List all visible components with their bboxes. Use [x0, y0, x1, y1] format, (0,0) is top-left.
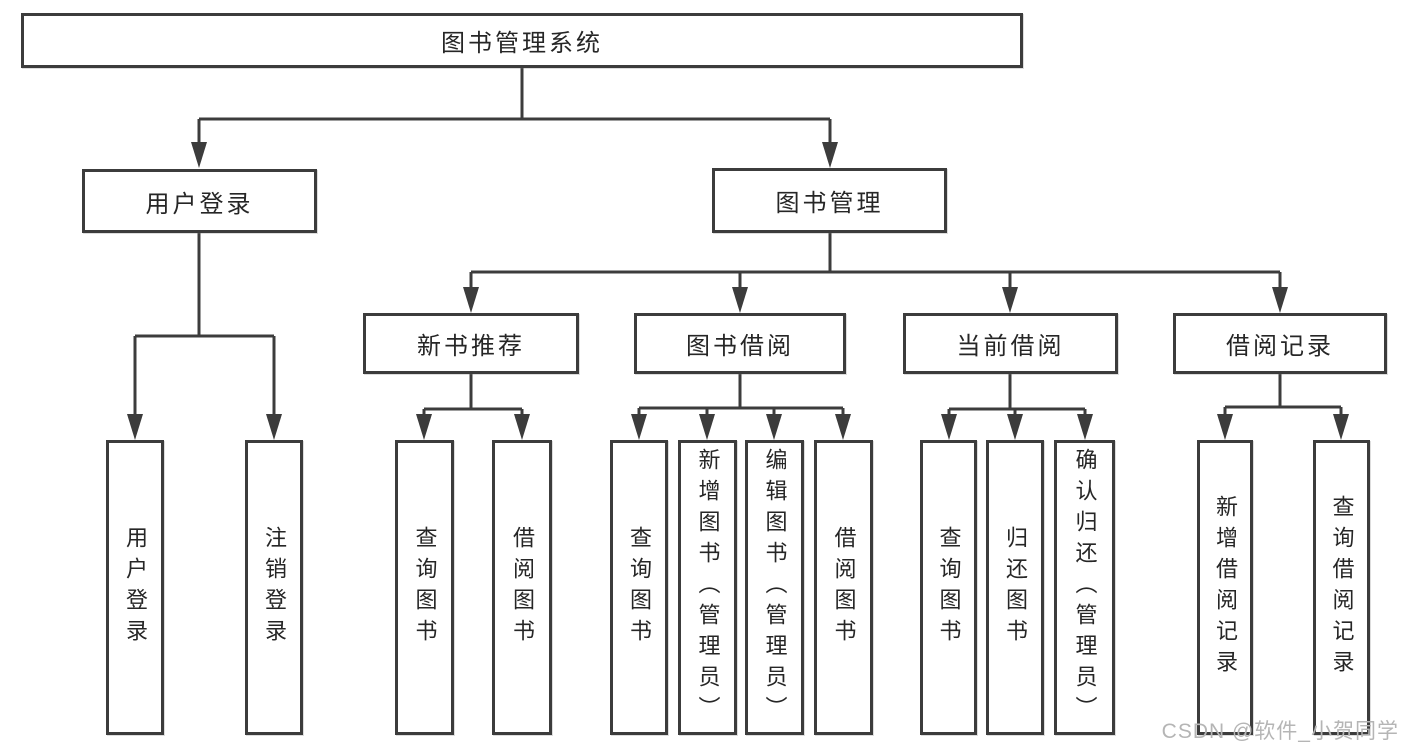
- leaf-nbr-borrow-books: 借阅图书: [492, 440, 552, 735]
- node-book-borrow: 图书借阅: [634, 313, 846, 374]
- leaf-bb-borrow-books: 借阅图书: [814, 440, 873, 735]
- node-user-login: 用户登录: [82, 169, 317, 233]
- watermark: CSDN @软件_小贺同学: [1161, 720, 1399, 743]
- node-book-management: 图书管理: [712, 168, 947, 233]
- leaf-br-add-record: 新增借阅记录: [1197, 440, 1253, 735]
- leaf-cb-query-books: 查询图书: [920, 440, 977, 735]
- leaf-br-query-record: 查询借阅记录: [1313, 440, 1370, 735]
- node-current-borrow: 当前借阅: [903, 313, 1118, 374]
- leaf-cb-confirm-return-admin: 确认归还（管理员）: [1054, 440, 1115, 735]
- leaf-bb-edit-books-admin: 编辑图书（管理员）: [745, 440, 804, 735]
- leaf-bb-query-books: 查询图书: [610, 440, 668, 735]
- leaf-nbr-query-books: 查询图书: [395, 440, 454, 735]
- leaf-logout: 注销登录: [245, 440, 303, 735]
- leaf-cb-return-books: 归还图书: [986, 440, 1044, 735]
- leaf-bb-add-books-admin: 新增图书（管理员）: [678, 440, 737, 735]
- arrowheads: [127, 142, 1349, 440]
- node-new-book-recommend: 新书推荐: [363, 313, 579, 374]
- node-borrow-records: 借阅记录: [1173, 313, 1387, 374]
- leaf-user-login: 用户登录: [106, 440, 164, 735]
- node-root-system: 图书管理系统: [21, 13, 1023, 68]
